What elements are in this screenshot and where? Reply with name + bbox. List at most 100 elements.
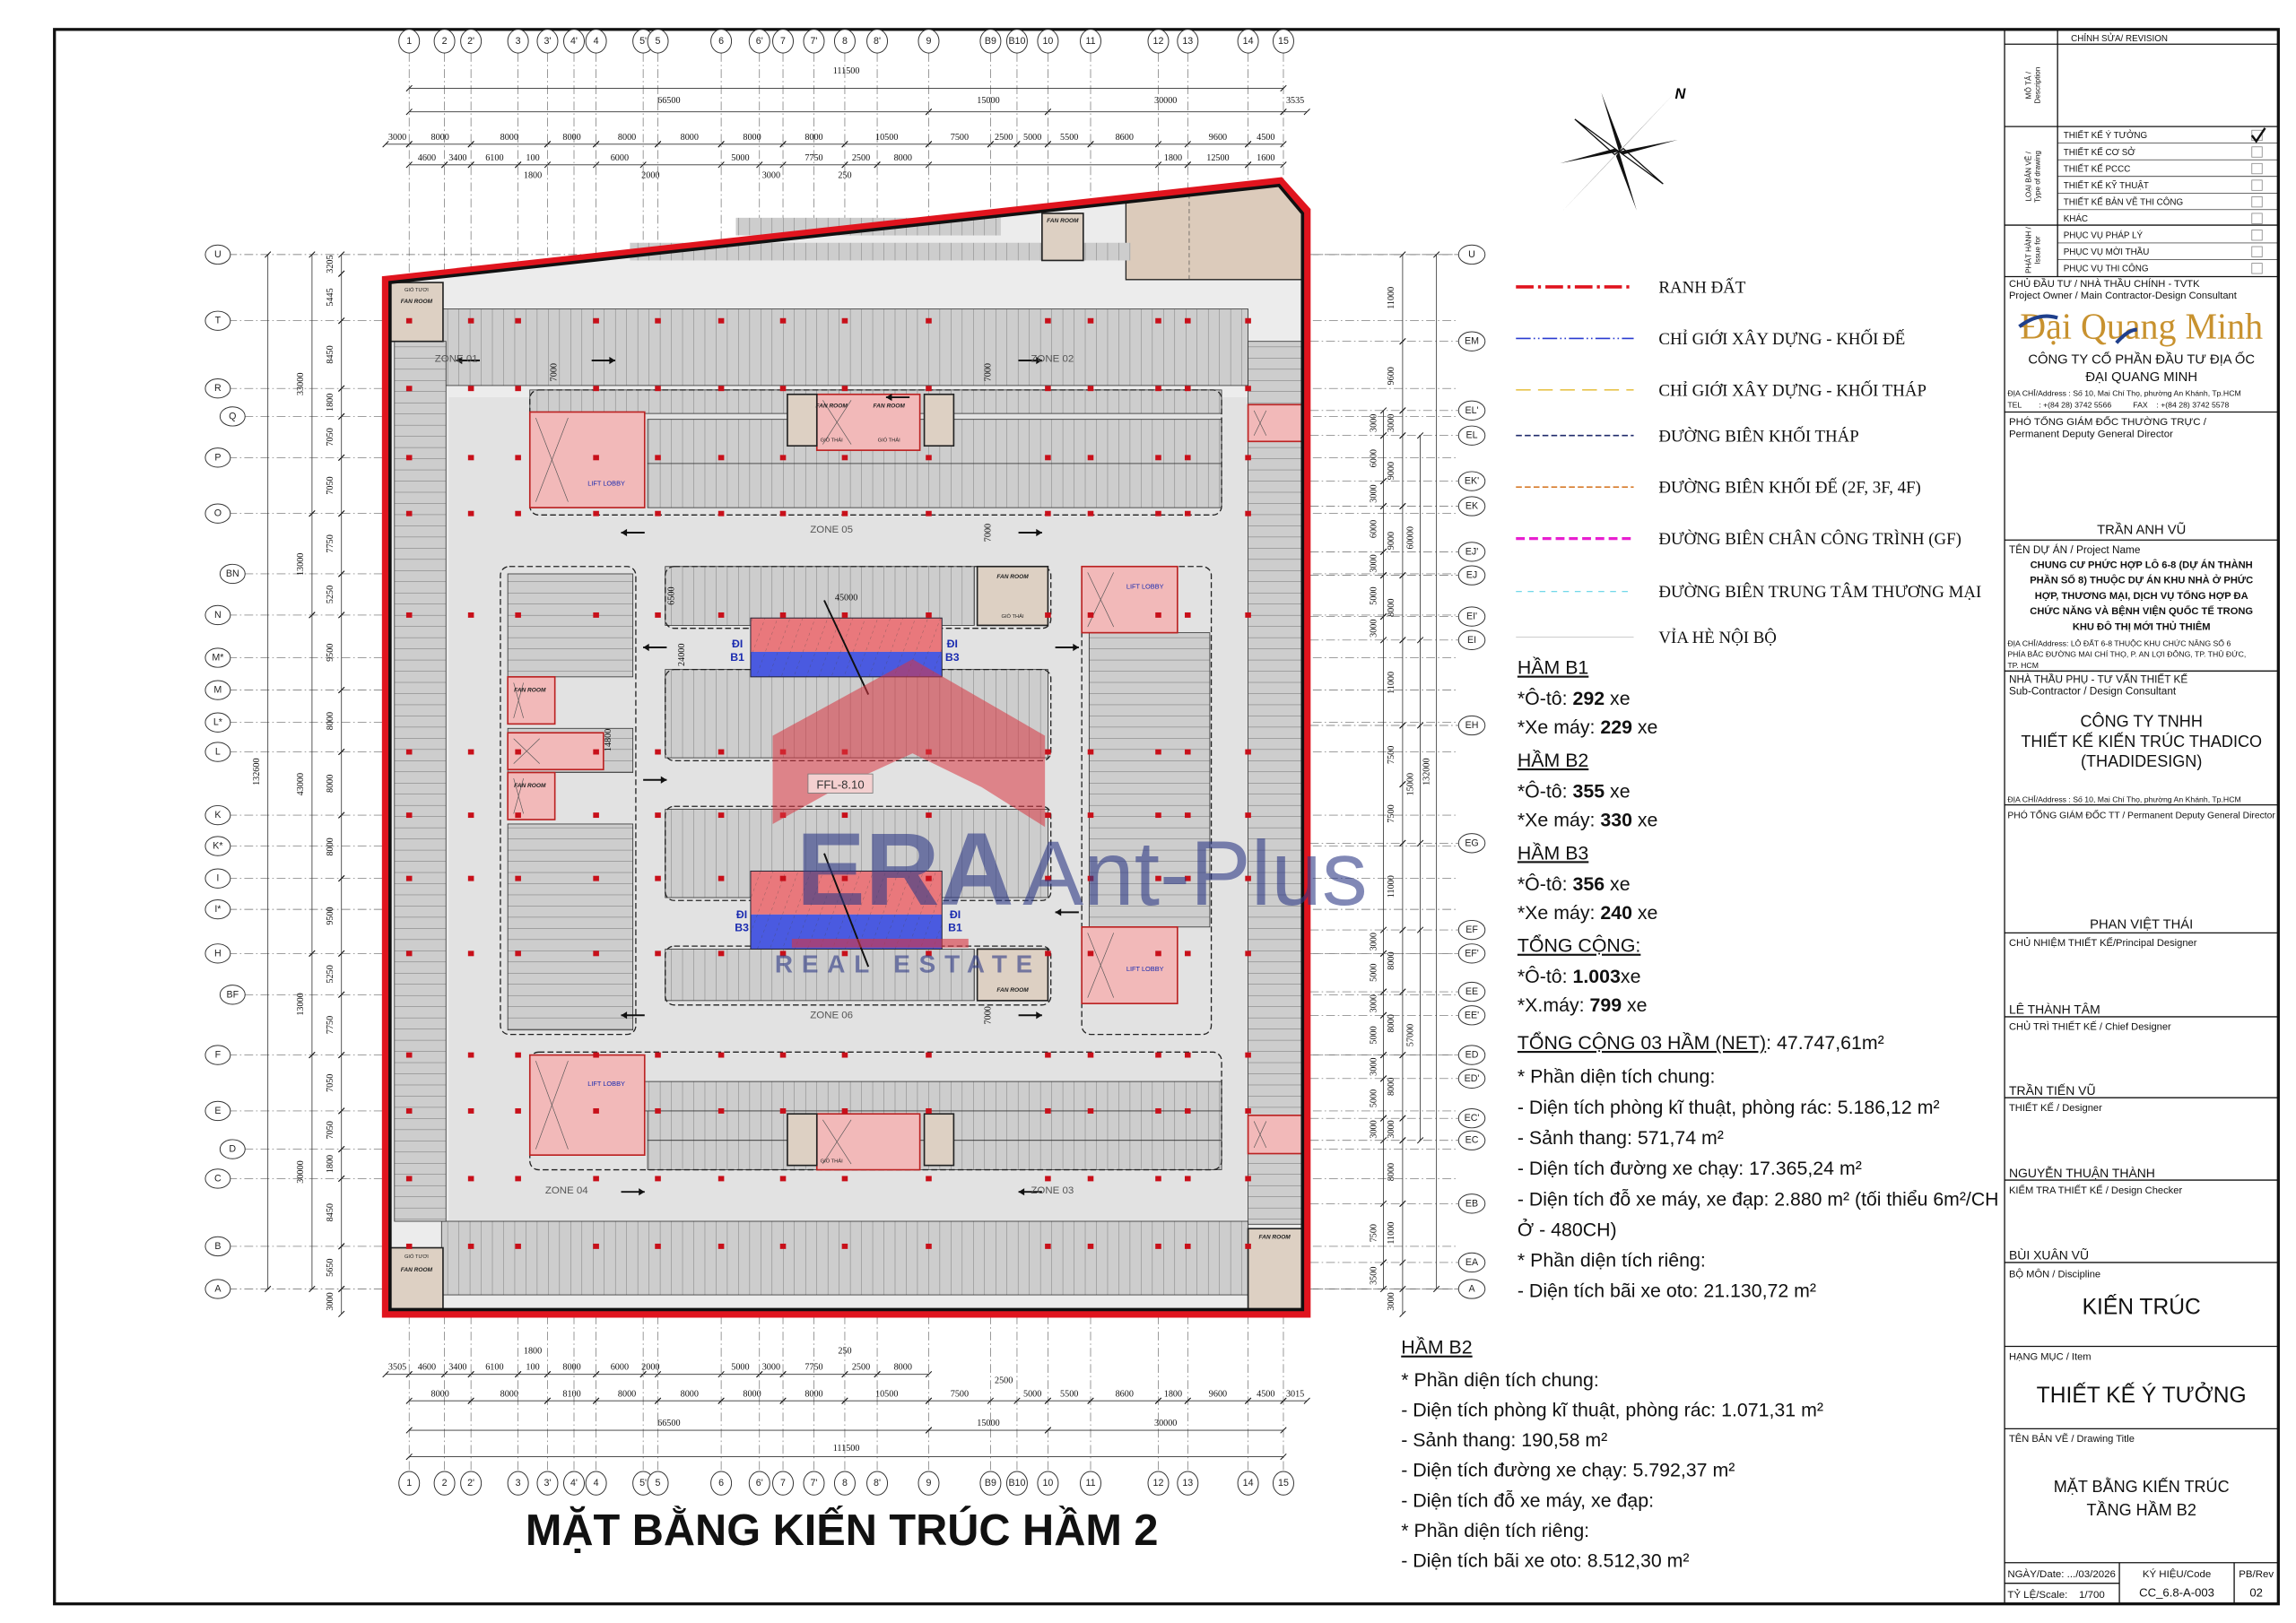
- watermark-antplus: Ant-Plus: [1022, 822, 1368, 924]
- core-detail: [535, 1061, 569, 1150]
- dimension-label: 12500: [1206, 153, 1229, 163]
- drawing-title-line-1: MẶT BẰNG KIẾN TRÚC: [2054, 1477, 2230, 1496]
- structural-column: [593, 1107, 599, 1114]
- drawing-type-label: LOẠI BẢN VẼ /Type of drawing: [2023, 151, 2042, 203]
- structural-column: [1155, 875, 1161, 881]
- grid-label: EJ: [1466, 570, 1477, 581]
- grid-bubble: [1457, 1068, 1486, 1089]
- grid-label: 3: [516, 1478, 521, 1488]
- structural-column: [926, 1052, 932, 1058]
- parking-stalls: [507, 823, 634, 1031]
- dimension-label: 6000: [611, 1363, 629, 1373]
- checkbox[interactable]: [2251, 230, 2263, 241]
- checkbox[interactable]: [2251, 162, 2263, 175]
- structural-column: [467, 1052, 474, 1058]
- fan-room-label: FAN ROOM: [1258, 1235, 1291, 1241]
- grid-label: 10: [1042, 36, 1053, 47]
- checklist-label: KHÁC: [2064, 214, 2088, 224]
- watermark-bar: [791, 938, 969, 948]
- parking-count-line: *Ô-tô: 356 xe: [1518, 872, 1631, 895]
- grid-label: 5': [639, 36, 647, 47]
- grid-bubble: [1457, 943, 1486, 964]
- grid-label: EI': [1466, 612, 1477, 622]
- grid-label: 1: [406, 36, 412, 47]
- structural-column: [926, 875, 932, 881]
- ramp-direction-label: B3: [945, 651, 960, 664]
- grid-bubble: [833, 1471, 856, 1496]
- north-label: N: [1674, 86, 1686, 102]
- dimension-label: 8000: [326, 775, 335, 793]
- watermark-real-estate: REAL ESTATE: [775, 950, 1041, 978]
- dimension-label: 11000: [1387, 1222, 1396, 1245]
- checkbox[interactable]: [2251, 146, 2263, 158]
- structural-column: [655, 455, 661, 461]
- grid-bubble: [398, 1471, 421, 1496]
- fresh-air-label: GIÓ TƯƠI: [404, 1254, 429, 1260]
- checkbox[interactable]: [2251, 263, 2263, 274]
- checkbox[interactable]: [2251, 179, 2263, 191]
- grid-label: B10: [1008, 36, 1025, 47]
- structural-column: [1155, 510, 1161, 516]
- grid-bubble: [204, 1168, 231, 1189]
- dimension-label: 3000: [1387, 1292, 1396, 1310]
- grid-label: L: [215, 747, 221, 758]
- grid-label: 10: [1042, 1478, 1053, 1488]
- dimension-label: 8000: [326, 712, 335, 730]
- dimension-label: 1800: [524, 171, 542, 181]
- grid-label: 9: [926, 1478, 932, 1488]
- dimension-label: 3000: [1369, 484, 1378, 502]
- structural-column: [1155, 1107, 1161, 1114]
- dimension-label: 1800: [524, 1347, 542, 1357]
- stair-lift-core: [1081, 925, 1178, 1004]
- structural-column: [515, 612, 521, 618]
- grid-bubble: [1457, 471, 1486, 491]
- checkbox[interactable]: [2251, 195, 2263, 208]
- structural-column: [593, 749, 599, 755]
- revision-label: PB/Rev: [2239, 1569, 2274, 1580]
- structural-column: [405, 1052, 413, 1058]
- issue-label-line: Issue for: [2033, 236, 2041, 265]
- structural-column: [1185, 875, 1191, 881]
- structural-column: [467, 455, 474, 461]
- grid-label: 1: [406, 1478, 412, 1488]
- description-label-line: Description: [2033, 66, 2041, 103]
- grid-label: C: [214, 1173, 222, 1184]
- structural-column: [655, 1052, 661, 1058]
- grid-label: I: [216, 873, 219, 884]
- structural-column: [593, 1176, 599, 1182]
- inner-dimension-label: 7000: [983, 363, 993, 381]
- structural-column: [467, 875, 474, 881]
- grid-label: EJ': [1465, 546, 1478, 557]
- grid-label: 8': [874, 1478, 881, 1488]
- structural-column: [593, 1243, 599, 1249]
- b2-area-item: * Phần diện tích chung:: [1401, 1369, 1599, 1391]
- structural-column: [718, 510, 725, 516]
- grid-label: EI: [1467, 635, 1476, 646]
- dimension-label: 8000: [1387, 1014, 1396, 1032]
- stair-lift-core: [1247, 1115, 1304, 1155]
- grid-bubble: [219, 563, 246, 585]
- ramp-direction-label: B1: [730, 651, 744, 664]
- structural-column: [1245, 950, 1251, 957]
- parking-count-value: 356: [1573, 873, 1605, 895]
- grid-label: 13: [1182, 36, 1193, 47]
- grid-label: EH: [1465, 720, 1479, 731]
- dimension-label: 5000: [1369, 1089, 1378, 1107]
- structural-column: [718, 1107, 725, 1114]
- structural-column: [1045, 455, 1051, 461]
- b2-area-item: * Phần diện tích riêng:: [1401, 1520, 1589, 1541]
- structural-column: [515, 950, 521, 957]
- structural-column: [1045, 749, 1051, 755]
- grid-bubble: [772, 1471, 795, 1496]
- checkbox[interactable]: [2251, 246, 2263, 257]
- floor-level-tag: [807, 773, 874, 794]
- fan-room: [389, 282, 444, 343]
- structural-column: [1087, 1052, 1094, 1058]
- checkbox[interactable]: [2251, 213, 2263, 224]
- traffic-arrow-head: [1055, 908, 1062, 916]
- grid-label: 8: [842, 1478, 848, 1488]
- title-block: CHỈNH SỬA/ REVISION MÔ TẢ /DescriptionLO…: [2004, 29, 2279, 1604]
- project-address-line: PHÍA BẮC ĐƯỜNG MAI CHÍ THỌ, P. AN LỢI ĐÔ…: [2007, 649, 2246, 659]
- grid-bubble: [1237, 1471, 1259, 1496]
- parking-count-unit: xe: [1621, 966, 1641, 987]
